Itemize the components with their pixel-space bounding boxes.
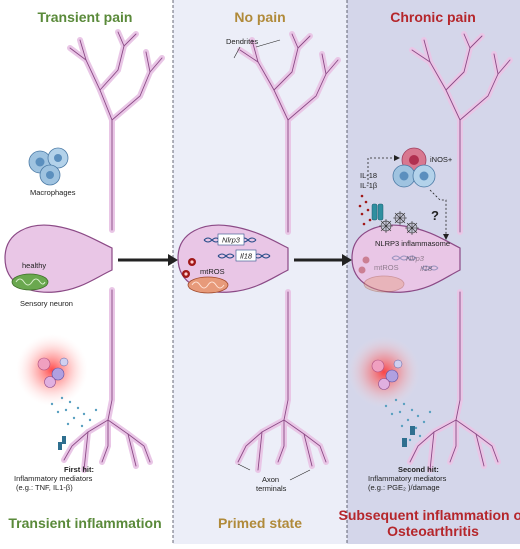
panel-title-chronic: Chronic pain (390, 9, 476, 25)
label-first-hit-line3: (e.g.: TNF, IL1-β) (16, 483, 73, 492)
cytokine-dots (358, 194, 372, 226)
label-question: ? (431, 208, 439, 223)
sensory-neuron-3 (351, 31, 513, 473)
label-nlrp3-faded: Nlrp3 (406, 254, 425, 263)
panel-title-primed: No pain (234, 9, 285, 25)
label-second-hit: Second hit: (398, 465, 439, 474)
panel-title-transient: Transient pain (38, 9, 133, 25)
mitochondrion-icon (11, 273, 49, 291)
label-inos: iNOS+ (430, 155, 453, 164)
leader-dendrites-1 (233, 46, 241, 59)
label-second-hit-line3: (e.g.: PGE₂ )/damage (368, 483, 440, 492)
label-il1b: IL-1β (360, 181, 378, 190)
panel-footer-primed: Primed state (218, 515, 302, 531)
arrow-right-icon (118, 254, 178, 266)
arrow-right-icon (294, 254, 352, 266)
panel-footer-transient: Transient inflammation (8, 515, 161, 531)
label-second-hit-line2: Inflammatory mediators (368, 474, 447, 483)
leader-axon-1 (237, 463, 251, 471)
label-il18-gene: Il18 (240, 252, 253, 261)
label-axon-terminals-1: Axon (262, 475, 279, 484)
label-axon-terminals-2: terminals (256, 484, 287, 493)
dotted-arrow-down (429, 189, 447, 234)
label-first-hit: First hit: (64, 465, 94, 474)
macrophage-icon (392, 147, 436, 188)
ros-icon (182, 258, 196, 278)
label-sensory-neuron: Sensory neuron (20, 299, 73, 308)
macrophage-icon (28, 147, 69, 186)
label-nlrp3-inflammasome: NLRP3 inflammasome (375, 239, 450, 248)
sensory-neuron-1 (4, 29, 165, 473)
leader-dendrites-2 (255, 39, 281, 48)
label-il18: IL-18 (360, 171, 377, 180)
dotted-arrow-down-head (443, 234, 449, 240)
inflammation-site-icon (348, 336, 420, 408)
label-il18-faded: Il18 (420, 264, 433, 273)
mediator-dots-1 (50, 396, 98, 428)
inflammasome-icon (379, 211, 419, 235)
faded-primed-state (358, 255, 439, 293)
label-nlrp3-gene: Nlrp3 (222, 236, 241, 245)
ion-channel-icon (58, 436, 66, 450)
ion-channel-icon (371, 203, 384, 221)
gene-box-nlrp3 (217, 233, 245, 246)
dotted-arrow-up-head (394, 155, 400, 161)
panel-footer-chronic-2: Osteoarthritis (387, 523, 479, 539)
label-healthy: healthy (22, 261, 46, 270)
label-first-hit-line2: Inflammatory mediators (14, 474, 93, 483)
damaged-mitochondrion-icon (187, 276, 229, 294)
mediator-dots-3 (384, 398, 432, 442)
leader-axon-2 (289, 469, 311, 481)
ion-channel-icon (402, 426, 415, 447)
inflammation-site-icon (16, 334, 88, 406)
label-mtros-faded: mtROS (374, 263, 399, 272)
panel-footer-chronic-1: Subsequent inflammation or (338, 507, 520, 523)
gene-box-il18 (235, 249, 257, 262)
label-dendrites: Dendrites (226, 37, 258, 46)
label-mtros: mtROS (200, 267, 225, 276)
label-macrophages: Macrophages (30, 188, 76, 197)
dotted-arrow-up (367, 157, 394, 184)
